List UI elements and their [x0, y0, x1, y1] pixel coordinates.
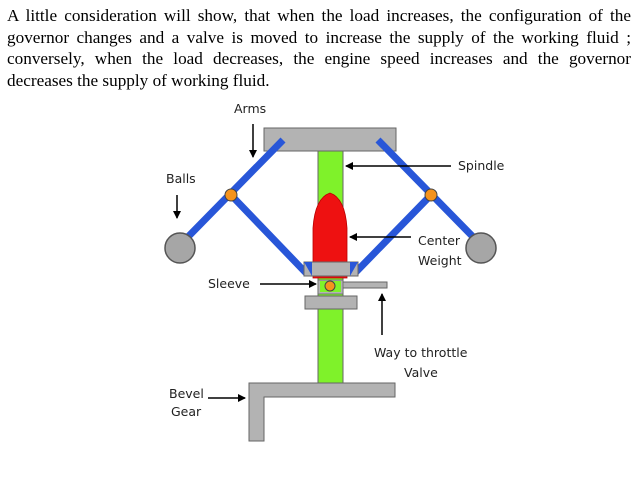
center-weight-label-line1: Center	[418, 233, 461, 248]
sleeve-corner-right	[350, 262, 358, 276]
bevel-gear	[248, 382, 396, 442]
sleeve-label: Sleeve	[208, 276, 250, 291]
lower-link-left	[228, 192, 309, 276]
sleeve-pin	[324, 280, 336, 292]
center-weight	[312, 192, 348, 279]
balls-label: Balls	[166, 171, 196, 186]
bevel-gear-label-line2: Gear	[171, 404, 202, 419]
center-weight-label-line2: Weight	[418, 253, 462, 268]
arms-label: Arms	[234, 101, 266, 116]
throttle-label-line1: Way to throttle	[374, 345, 468, 360]
throttle-label-line2: Valve	[404, 365, 438, 380]
lower-link-right	[352, 192, 434, 276]
sleeve-lower	[304, 295, 358, 310]
ball-right	[465, 232, 497, 264]
description-paragraph: A little consideration will show, that w…	[7, 6, 631, 90]
bevel-gear-label-line1: Bevel	[169, 386, 204, 401]
top-cap	[263, 127, 397, 152]
arm-joint-left	[224, 188, 238, 202]
arm-joint-right	[424, 188, 438, 202]
spindle-label: Spindle	[458, 158, 505, 173]
sleeve-collar	[303, 261, 359, 277]
sleeve-corner-left	[304, 262, 312, 276]
ball-left	[164, 232, 196, 264]
